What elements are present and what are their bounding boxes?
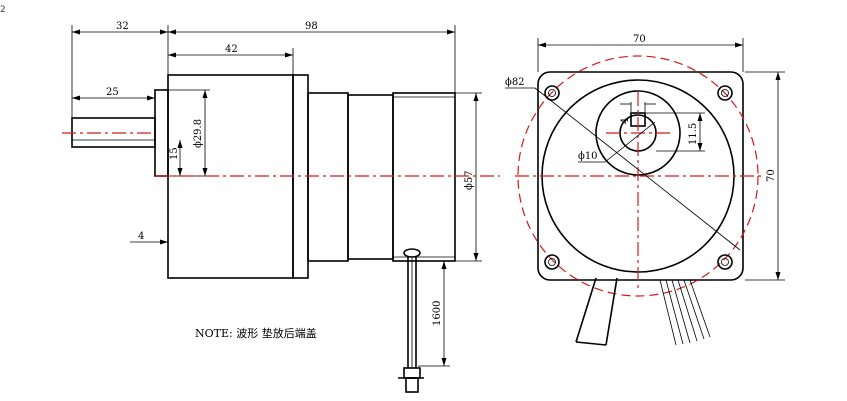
front-lead-left — [575, 277, 618, 346]
mount-hole-bl — [544, 254, 560, 270]
side-view: 32 98 42 25 ϕ29.8 15 — [62, 21, 500, 393]
dim-key-height: 11.5 — [688, 123, 699, 145]
dim-body-front-length: 42 — [225, 44, 238, 55]
lead-connector — [403, 367, 421, 379]
motor-step — [307, 92, 349, 262]
dim-front-height: 70 — [766, 169, 777, 182]
dim-shaft-diameter: ϕ10 — [578, 151, 598, 162]
mount-hole-tr — [717, 85, 733, 101]
motor-mid-body — [347, 94, 394, 260]
pilot-boss — [154, 89, 169, 177]
dim-overall-length: 98 — [305, 21, 318, 32]
dim-key-width: 4 — [620, 118, 631, 124]
dim-shaft-flat-length: 25 — [106, 87, 119, 98]
dim-shaft-length: 32 — [116, 21, 129, 32]
leader-shaft — [604, 121, 656, 163]
sheet-corner-mark: 2 — [0, 5, 6, 15]
dim-body-diameter: ϕ57 — [464, 170, 475, 190]
dim-front-width: 70 — [633, 34, 646, 45]
dim-pilot-diameter: ϕ29.8 — [193, 119, 204, 148]
dim-flat-depth: 15 — [169, 147, 180, 160]
dim-bolt-circle: ϕ82 — [505, 77, 525, 88]
dim-flange-thickness: 4 — [138, 231, 144, 242]
drawing-note: NOTE: 波形 垫放后端盖 — [195, 326, 317, 340]
mount-hole-br — [717, 254, 733, 270]
front-lead-right — [659, 279, 711, 346]
lead-grommet — [403, 248, 421, 258]
dim-lead-length: 1600 — [432, 301, 443, 326]
leader-bolt-circle — [534, 87, 741, 251]
mount-hole-tl — [544, 85, 560, 101]
front-view: 70 70 — [505, 34, 785, 346]
motor-end-cap — [392, 92, 456, 262]
